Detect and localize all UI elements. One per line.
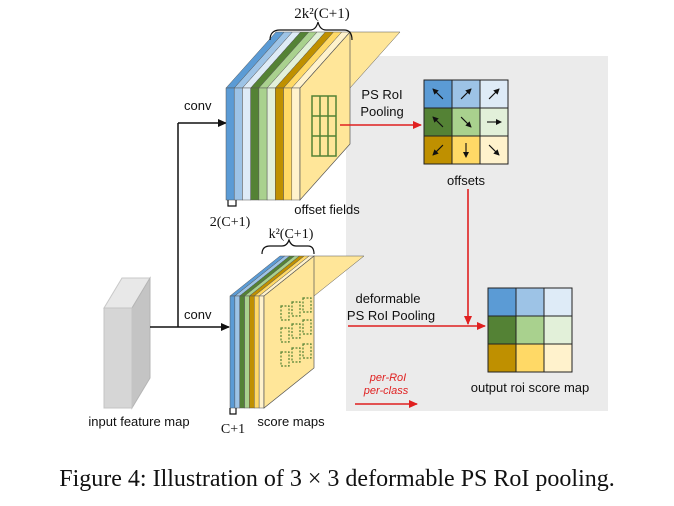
stack-slab-5 — [266, 87, 276, 201]
input-feature-map — [103, 276, 151, 410]
brace-score-channels — [261, 238, 315, 255]
stack-slab-0 — [225, 87, 235, 201]
grid-cell-0 — [487, 287, 517, 317]
conv-top-label: conv — [184, 98, 212, 113]
offset-arrow-1 — [460, 88, 472, 100]
grid-cell-6 — [487, 343, 517, 373]
per-class-label: per-class — [363, 385, 409, 397]
offset-arrow-6 — [432, 144, 444, 156]
grid-cell-4 — [515, 315, 545, 345]
offset-arrow-0 — [432, 88, 444, 100]
output-map-label: output roi score map — [471, 380, 590, 395]
grid-cell-5 — [543, 315, 573, 345]
offset-fields-label: offset fields — [294, 202, 360, 217]
score-maps-stack — [229, 255, 365, 409]
conv-connectors — [150, 119, 230, 331]
deformed-bins — [280, 297, 312, 367]
offset-arrow-2 — [488, 88, 500, 100]
deformable-label-line1: deformable — [355, 291, 420, 306]
stack-slab-3 — [244, 295, 250, 409]
deformable-label-line2: PS RoI Pooling — [347, 308, 435, 323]
ps-roi-label-line1: PS RoI — [361, 87, 402, 102]
stack-slab-1 — [234, 295, 240, 409]
offset-arrow-3 — [432, 116, 444, 128]
stack-slab-2 — [242, 87, 251, 201]
offset-arrow-4 — [460, 116, 472, 128]
red-arrows — [340, 121, 486, 408]
ps-roi-label-line2: Pooling — [360, 104, 403, 119]
grid-cell-3 — [487, 315, 517, 345]
brace-offset-channels — [269, 21, 353, 41]
input-feature-map-label: input feature map — [88, 414, 189, 429]
stack-slab-8 — [291, 87, 301, 201]
offset-bottom-label: 2(C+1) — [210, 215, 251, 230]
bracket-score-bottom — [229, 408, 237, 415]
score-bottom-label: C+1 — [221, 422, 245, 437]
stack-slab-7 — [283, 87, 293, 201]
output-roi-score-grid — [487, 287, 573, 373]
score-channels-label: k²(C+1) — [269, 227, 314, 242]
per-roi-label: per-RoI — [369, 372, 406, 384]
stack-slab-5 — [254, 295, 260, 409]
stack-slab-2 — [239, 295, 245, 409]
stack-slab-4 — [258, 87, 268, 201]
offsets-label: offsets — [447, 173, 486, 188]
offsets-grid — [423, 79, 509, 165]
figure-caption: Figure 4: Illustration of 3 × 3 deformab… — [59, 466, 615, 492]
grid-cell-1 — [515, 287, 545, 317]
stack-slab-4 — [249, 295, 255, 409]
stack-slab-1 — [233, 87, 243, 201]
offset-fields-stack — [225, 31, 401, 201]
stack-slab-6 — [275, 87, 284, 201]
offset-field-grid — [311, 95, 337, 157]
bracket-offset-bottom — [227, 200, 237, 207]
offset-channels-label: 2k²(C+1) — [294, 6, 349, 22]
grid-cell-2 — [543, 287, 573, 317]
conv-bottom-label: conv — [184, 307, 212, 322]
stack-slab-3 — [250, 87, 260, 201]
stack-slab-6 — [258, 295, 265, 409]
stack-slab-0 — [229, 295, 236, 409]
grid-cell-3 — [423, 107, 453, 137]
grid-cell-7 — [515, 343, 545, 373]
grid-cell-8 — [543, 343, 573, 373]
score-maps-label: score maps — [257, 414, 325, 429]
offset-arrow-8 — [488, 144, 500, 156]
